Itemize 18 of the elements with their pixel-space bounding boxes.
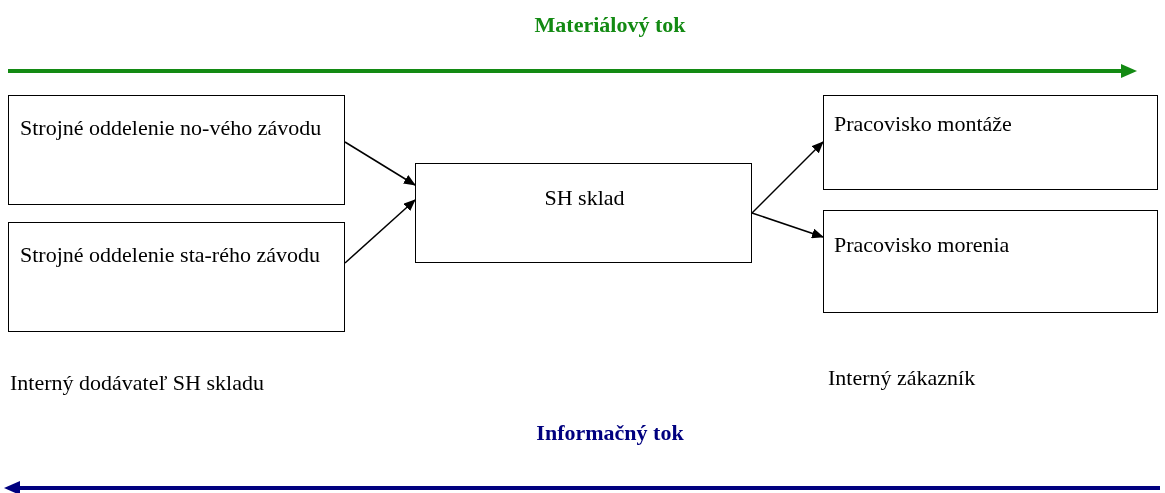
box-label: Strojné oddelenie sta-rého závodu xyxy=(20,241,321,269)
arrow xyxy=(751,212,824,239)
process-box xyxy=(823,95,1158,190)
arrow xyxy=(344,141,416,186)
process-box xyxy=(823,210,1158,313)
arrow xyxy=(751,141,824,214)
process-box xyxy=(8,95,345,205)
arrow xyxy=(344,199,416,264)
process-box xyxy=(415,163,752,263)
box-label: SH sklad xyxy=(543,184,626,212)
box-label: Strojné oddelenie no-vého závodu xyxy=(20,114,323,142)
process-box xyxy=(8,222,345,332)
flow-title: Informačný tok xyxy=(535,420,685,446)
group-label: Interný zákazník xyxy=(828,365,976,391)
box-label: Pracovisko montáže xyxy=(834,110,1013,138)
group-label: Interný dodávateľ SH skladu xyxy=(10,370,264,396)
box-label: Pracovisko morenia xyxy=(834,231,1011,259)
flow-title: Materiálový tok xyxy=(533,12,687,38)
